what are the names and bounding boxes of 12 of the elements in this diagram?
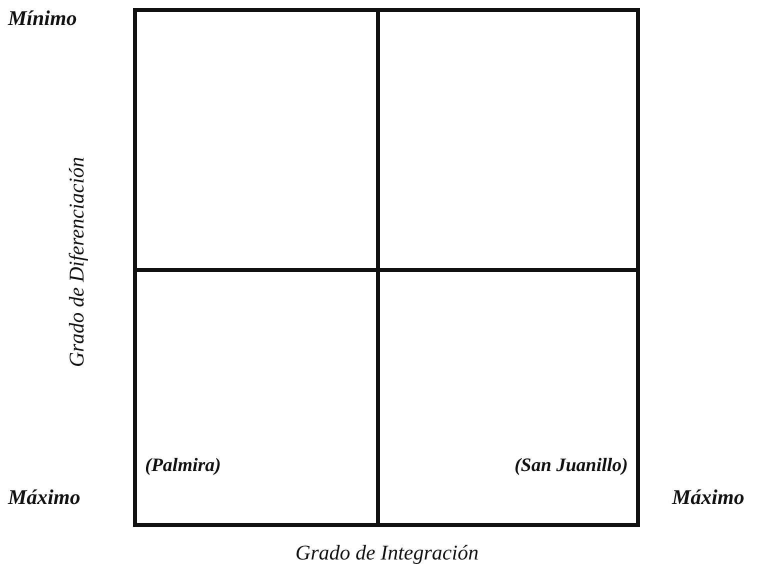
quadrant <box>137 12 378 270</box>
axis-title: Grado de Diferenciación <box>64 156 90 368</box>
case-label: (San Juanillo) <box>514 455 628 477</box>
scale-label: Mínimo <box>8 6 77 31</box>
case-label: (Palmira) <box>145 455 221 477</box>
quadrant <box>137 270 378 523</box>
scale-label: Máximo <box>8 485 80 510</box>
quadrant <box>378 270 636 523</box>
axis-title: Grado de Integración <box>295 540 479 566</box>
scale-label: Máximo <box>672 485 744 510</box>
quadrant <box>378 12 636 270</box>
quadrant-grid <box>133 8 640 527</box>
